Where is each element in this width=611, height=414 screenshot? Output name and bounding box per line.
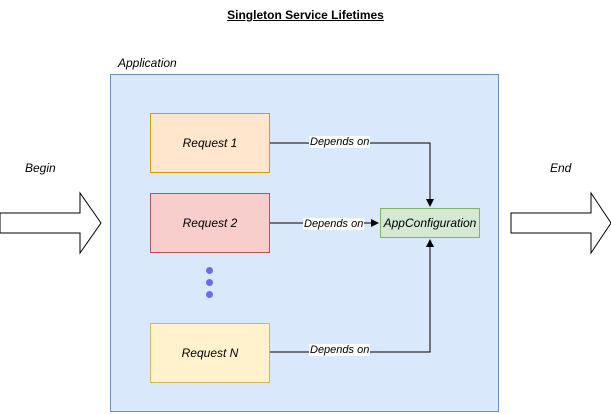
diagram-title: Singleton Service Lifetimes xyxy=(227,8,384,22)
container-label: Application xyxy=(118,56,177,70)
begin-label: Begin xyxy=(25,161,56,175)
edge-request-n xyxy=(270,239,434,353)
ellipsis-dot xyxy=(206,279,213,286)
app-configuration-node: AppConfiguration xyxy=(380,208,480,238)
app-configuration-label: AppConfiguration xyxy=(383,216,477,230)
request-1-node: Request 1 xyxy=(150,113,270,173)
request-n-label: Request N xyxy=(181,346,239,360)
end-label: End xyxy=(550,161,572,175)
edge-request-1 xyxy=(270,142,434,207)
end-arrow-shape xyxy=(510,191,611,255)
edge-label-request-1: Depends on xyxy=(309,136,371,148)
edge-label-request-n: Depends on xyxy=(309,344,371,356)
request-1-label: Request 1 xyxy=(182,136,238,150)
request-2-node: Request 2 xyxy=(150,193,270,253)
request-2-label: Request 2 xyxy=(182,216,238,230)
ellipsis-dot xyxy=(206,267,213,274)
ellipsis-dot xyxy=(206,291,213,298)
begin-arrow-shape xyxy=(0,191,102,255)
edge-label-request-2: Depends on xyxy=(303,218,365,230)
request-n-node: Request N xyxy=(150,323,270,383)
